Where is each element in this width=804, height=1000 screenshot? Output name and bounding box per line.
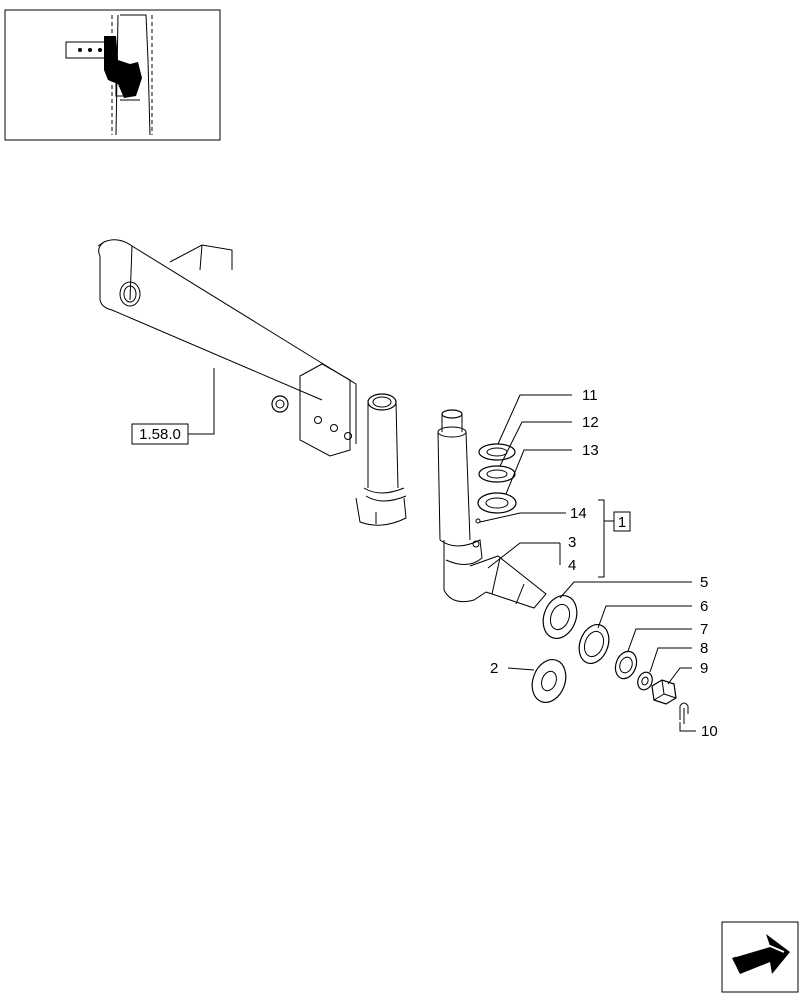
callout-8: 8 [700, 640, 708, 657]
group-box-label: 1 [618, 514, 626, 531]
reference-box-label: 1.58.0 [139, 426, 181, 443]
group-box[interactable]: 1 [613, 511, 631, 532]
callout-2: 2 [490, 660, 498, 677]
callout-11: 11 [582, 387, 598, 404]
callout-4: 4 [568, 557, 576, 574]
callout-labels: 11 12 13 14 3 4 5 6 7 8 9 2 10 [490, 387, 718, 740]
axle-beam [97, 239, 407, 526]
callout-13: 13 [582, 442, 599, 459]
leader-lines [479, 394, 696, 732]
hub-parts [531, 595, 689, 724]
overview-thumbnail[interactable] [4, 9, 221, 141]
callout-6: 6 [700, 598, 708, 615]
callout-9: 9 [700, 660, 708, 677]
steering-knuckle [437, 409, 547, 609]
upper-washers [475, 443, 517, 524]
next-page-arrow-icon [732, 934, 790, 974]
callout-12: 12 [582, 414, 599, 431]
callout-14: 14 [570, 505, 587, 522]
callout-10: 10 [701, 723, 718, 740]
callout-7: 7 [700, 621, 708, 638]
callout-3: 3 [568, 534, 576, 551]
reference-box[interactable]: 1.58.0 [131, 368, 215, 445]
next-page-button[interactable] [721, 921, 799, 993]
callout-5: 5 [700, 574, 708, 591]
